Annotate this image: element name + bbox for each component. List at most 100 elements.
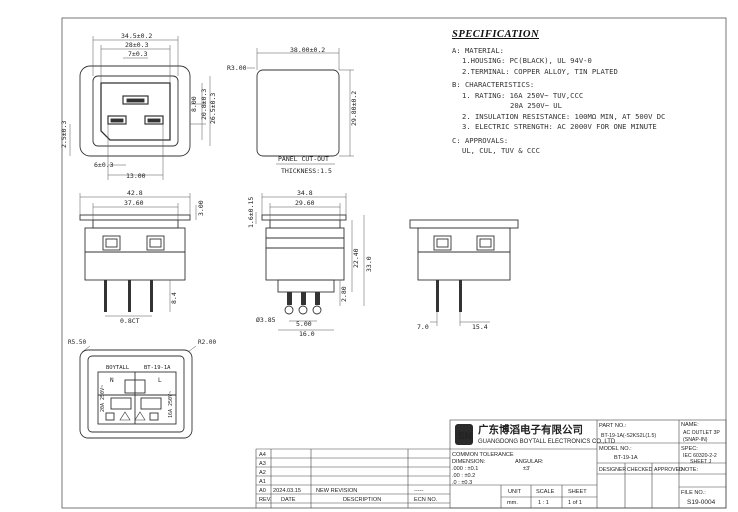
dim-label: Ø3.85 <box>256 316 276 324</box>
panel-dims: R3.00 38.00±0.2 29.80±0.2 PANEL CUT-OUT … <box>227 46 358 175</box>
model-label: BT-19-1A <box>144 365 171 371</box>
ecn-header: ECN NO. <box>414 497 438 503</box>
scale-label: SCALE <box>536 489 555 495</box>
designer-label: DESIGNER <box>599 467 626 473</box>
dim-label: 2.80 <box>340 286 348 302</box>
checked-label: CHECKED <box>627 467 653 473</box>
dim-label: 37.60 <box>124 199 144 207</box>
approved-label: APPROVED <box>654 467 683 473</box>
rev-row: A3 <box>259 461 266 467</box>
part-no: BT-19-1A(-S2KS2L(1.5) <box>601 433 656 439</box>
dim-label: 29.60 <box>295 199 315 207</box>
tol-ang: ANGULAR: <box>515 459 544 465</box>
spec-line: 2.TERMINAL: COPPER ALLOY, TIN PLATED <box>462 66 618 76</box>
spec-line: 3. ELECTRIC STRENGTH: AC 2000V FOR ONE M… <box>462 122 657 131</box>
dim-label: 7.0 <box>417 323 429 331</box>
spec-section-approvals: C: APPROVALS: UL, CUL, TUV & CCC <box>452 136 722 157</box>
dim-label: 34.8 <box>297 189 313 197</box>
spec-label: SPEC: <box>681 446 698 452</box>
rev-row: A1 <box>259 479 266 485</box>
spec-line: 20A 250V~ UL <box>510 101 562 110</box>
spec-section-material: A: MATERIAL: 1.HOUSING: PC(BLACK), UL 94… <box>452 46 722 78</box>
dim-label: 33.0 <box>365 256 373 272</box>
sheet: 1 of 1 <box>568 500 582 506</box>
dim-label: 38.00±0.2 <box>290 46 325 54</box>
n-mark: N <box>110 377 114 384</box>
file-no: S19-0004 <box>687 499 716 506</box>
part-no-label: PART NO.: <box>599 423 627 429</box>
dim-label: 34.5±0.2 <box>121 32 152 40</box>
side-view-2-dims: 34.8 29.60 1.6±0.15 22.40 33.0 2.80 Ø3.8… <box>247 189 373 338</box>
rev-row: A4 <box>259 452 266 458</box>
rev-header: REV. <box>259 497 272 503</box>
back-view <box>79 345 197 439</box>
spec-title: SPECIFICATION <box>452 29 540 40</box>
dim-label: 6±0.3 <box>94 161 114 169</box>
unit: mm. <box>507 500 518 506</box>
specification-block: SPECIFICATION A: MATERIAL: 1.HOUSING: PC… <box>452 29 722 157</box>
spec2: SHEET J <box>690 459 712 465</box>
dim-label: 16.0 <box>299 330 315 338</box>
dim-label: R5.50 <box>68 339 86 346</box>
dim-label: THICKNESS:1.5 <box>281 167 332 175</box>
model: BT-19-1A <box>614 455 638 461</box>
dim-label: R3.00 <box>227 64 247 72</box>
dim-label: 1.6±0.15 <box>247 197 255 228</box>
panel-cutout <box>247 48 354 165</box>
scale: 1 : 1 <box>538 500 549 506</box>
spec-line: 2. INSULATION RESISTANCE: 100MΩ MIN, AT … <box>462 111 666 121</box>
tol-title: COMMON TOLERANCE <box>452 452 514 458</box>
desc-header: DESCRIPTION <box>343 497 381 503</box>
tol-1: .000 : ±0.1 <box>452 466 478 472</box>
date-header: DATE <box>281 497 296 503</box>
dim-label: 8.4 <box>170 292 178 304</box>
title-block: SN <box>255 419 727 509</box>
rating-right: 16A 250V~ <box>168 391 174 418</box>
dim-label: 20.8±0.3 <box>200 89 208 120</box>
side-view-2 <box>255 193 365 331</box>
unit-label: UNIT <box>508 489 522 495</box>
dim-label: 7±0.3 <box>128 50 148 58</box>
company-cn: 广东博滔电子有限公司 <box>478 423 583 436</box>
rev-a0: A0 <box>259 488 266 494</box>
dim-label: 3.00 <box>197 200 205 216</box>
dim-label: 8.00 <box>190 96 198 112</box>
tol-dim: DIMENSION: <box>452 459 486 465</box>
dim-label: 15.4 <box>472 323 488 331</box>
side-view-1 <box>79 193 197 317</box>
front-view-dims: 34.5±0.2 28±0.3 7±0.3 8.00 20.8±0.3 26.5… <box>60 32 217 180</box>
dim-label: 0.8CT <box>120 317 140 325</box>
l-mark: L <box>158 377 162 384</box>
rev-a0-date: 2024.03.15 <box>273 488 301 494</box>
back-view-labels: R5.50 R2.00 BOYTALL BT-19-1A 20A 250V~ 1… <box>68 339 216 418</box>
spec-line: 1. RATING: 16A 250V~ TUV,CCC <box>462 90 584 100</box>
dim-label: 28±0.3 <box>125 41 149 49</box>
tol-3: .0 : ±0.3 <box>452 480 472 486</box>
tol-ang-value: ±3' <box>523 466 530 472</box>
spec-head: B: CHARACTERISTICS: <box>452 80 535 89</box>
file-label: FILE NO.: <box>681 490 706 496</box>
name-label: NAME: <box>681 422 699 428</box>
dim-label: R2.00 <box>198 339 216 346</box>
model-label: MODEL NO.: <box>599 446 632 452</box>
title-block-text: 广东博滔电子有限公司 GUANGDONG BOYTALL ELECTRONICS… <box>259 422 720 506</box>
rev-a0-desc: NEW REVISION <box>316 488 357 494</box>
tol-2: .00 : ±0.2 <box>452 473 475 479</box>
svg-text:SN: SN <box>458 431 472 442</box>
side-view-1-dims: 42.8 37.60 3.00 8.4 0.8CT <box>120 189 205 325</box>
dim-label: 29.80±0.2 <box>350 91 358 126</box>
front-view <box>69 36 211 180</box>
rev-a0-ecn: ----- <box>414 488 423 494</box>
dim-label: 5.00 <box>296 320 312 328</box>
spec-section-characteristics: B: CHARACTERISTICS: 1. RATING: 16A 250V~… <box>452 80 722 133</box>
spec-line: 1.HOUSING: PC(BLACK), UL 94V-0 <box>462 56 592 65</box>
dim-label: 22.40 <box>352 248 360 268</box>
dim-label: 13.00 <box>126 172 146 180</box>
side-view-3-dims: 7.0 15.4 <box>417 323 488 331</box>
spec-line: UL, CUL, TUV & CCC <box>462 146 540 155</box>
brand-label: BOYTALL <box>106 365 130 371</box>
spec-head: A: MATERIAL: <box>452 45 504 55</box>
note-label: NOTE: <box>681 467 699 473</box>
side-view-3 <box>409 219 519 326</box>
company-en: GUANGDONG BOYTALL ELECTRONICS CO.,LTD <box>478 439 616 445</box>
